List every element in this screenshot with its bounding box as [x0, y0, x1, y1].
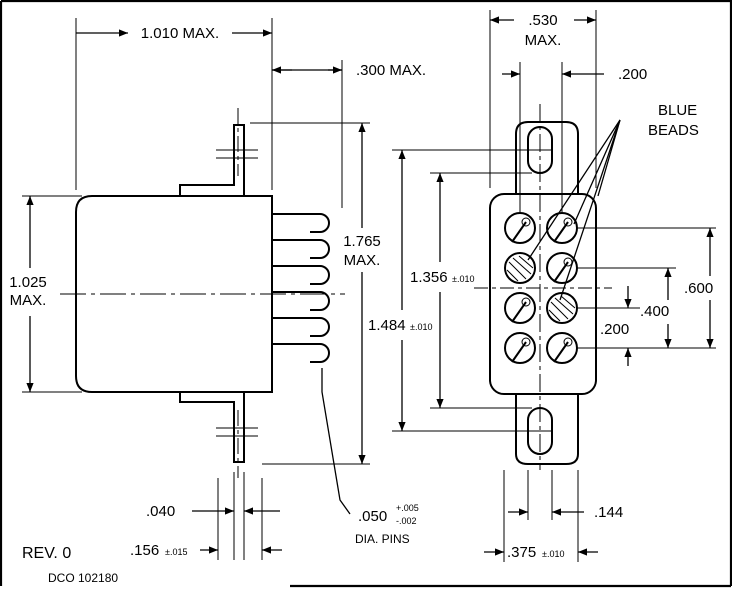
flange-thickness-label: .040 [146, 503, 175, 520]
height-max-label: MAX. [344, 252, 381, 269]
revision-label: REV. 0 [22, 545, 71, 562]
relay-body [75, 195, 273, 393]
bottom-tab [515, 394, 579, 465]
pin-span-tol: ±.010 [452, 274, 474, 284]
body-max-label: MAX. [10, 292, 47, 309]
pin-span-label: 1.356 [410, 269, 448, 286]
blue-label: BLUE [658, 102, 697, 119]
flange-width-tol: ±.015 [165, 547, 187, 557]
pin-dia-tol-plus: +.005 [396, 503, 419, 513]
depth-max-label: MAX. [525, 32, 562, 49]
bottom-mounting-bracket [179, 392, 245, 463]
side-view [60, 108, 345, 478]
flange-width-label: .156 [130, 542, 159, 559]
body-height-label: 1.025 [9, 274, 47, 291]
top-mounting-bracket [179, 124, 245, 196]
top-spacing-label: .200 [618, 66, 647, 83]
front-view: BLUE BEADS [474, 102, 699, 470]
row-200-label: .200 [600, 321, 629, 338]
pin-grid [504, 212, 578, 364]
beads-label: BEADS [648, 122, 699, 139]
side-view-dimensions: 1.010 MAX. .300 MAX. 1.765 MAX. 1.025 MA… [9, 18, 426, 560]
depth-value-label: .530 [528, 12, 557, 29]
lead-max-label: .300 MAX. [356, 62, 426, 79]
height-value-label: 1.765 [343, 233, 381, 250]
col-375-label: .375 [507, 544, 536, 561]
pin-dia-caption: DIA. PINS [355, 532, 410, 546]
blue-beads-note: BLUE BEADS [527, 102, 699, 301]
pin-dia-tol-minus: -.002 [396, 516, 417, 526]
row-600-label: .600 [684, 280, 713, 297]
col-375-tol: ±.010 [542, 549, 564, 559]
top-tab [515, 121, 579, 194]
hooked-pins [272, 213, 330, 363]
pin-dia-label: .050 [358, 508, 387, 525]
blue-bead [504, 252, 536, 284]
drawing-code-label: DCO 102180 [48, 571, 118, 585]
row-400-label: .400 [640, 303, 669, 320]
mount-span-tol: ±.010 [410, 322, 432, 332]
front-view-dimensions: .530 MAX. .200 1.484 ±.010 1.356 ±.010 .… [368, 10, 716, 562]
header-plate [489, 193, 597, 395]
title-block: REV. 0 DCO 102180 [22, 545, 118, 585]
mount-span-label: 1.484 [368, 317, 406, 334]
col-144-label: .144 [594, 504, 623, 521]
width-max-label: 1.010 MAX. [141, 25, 219, 42]
